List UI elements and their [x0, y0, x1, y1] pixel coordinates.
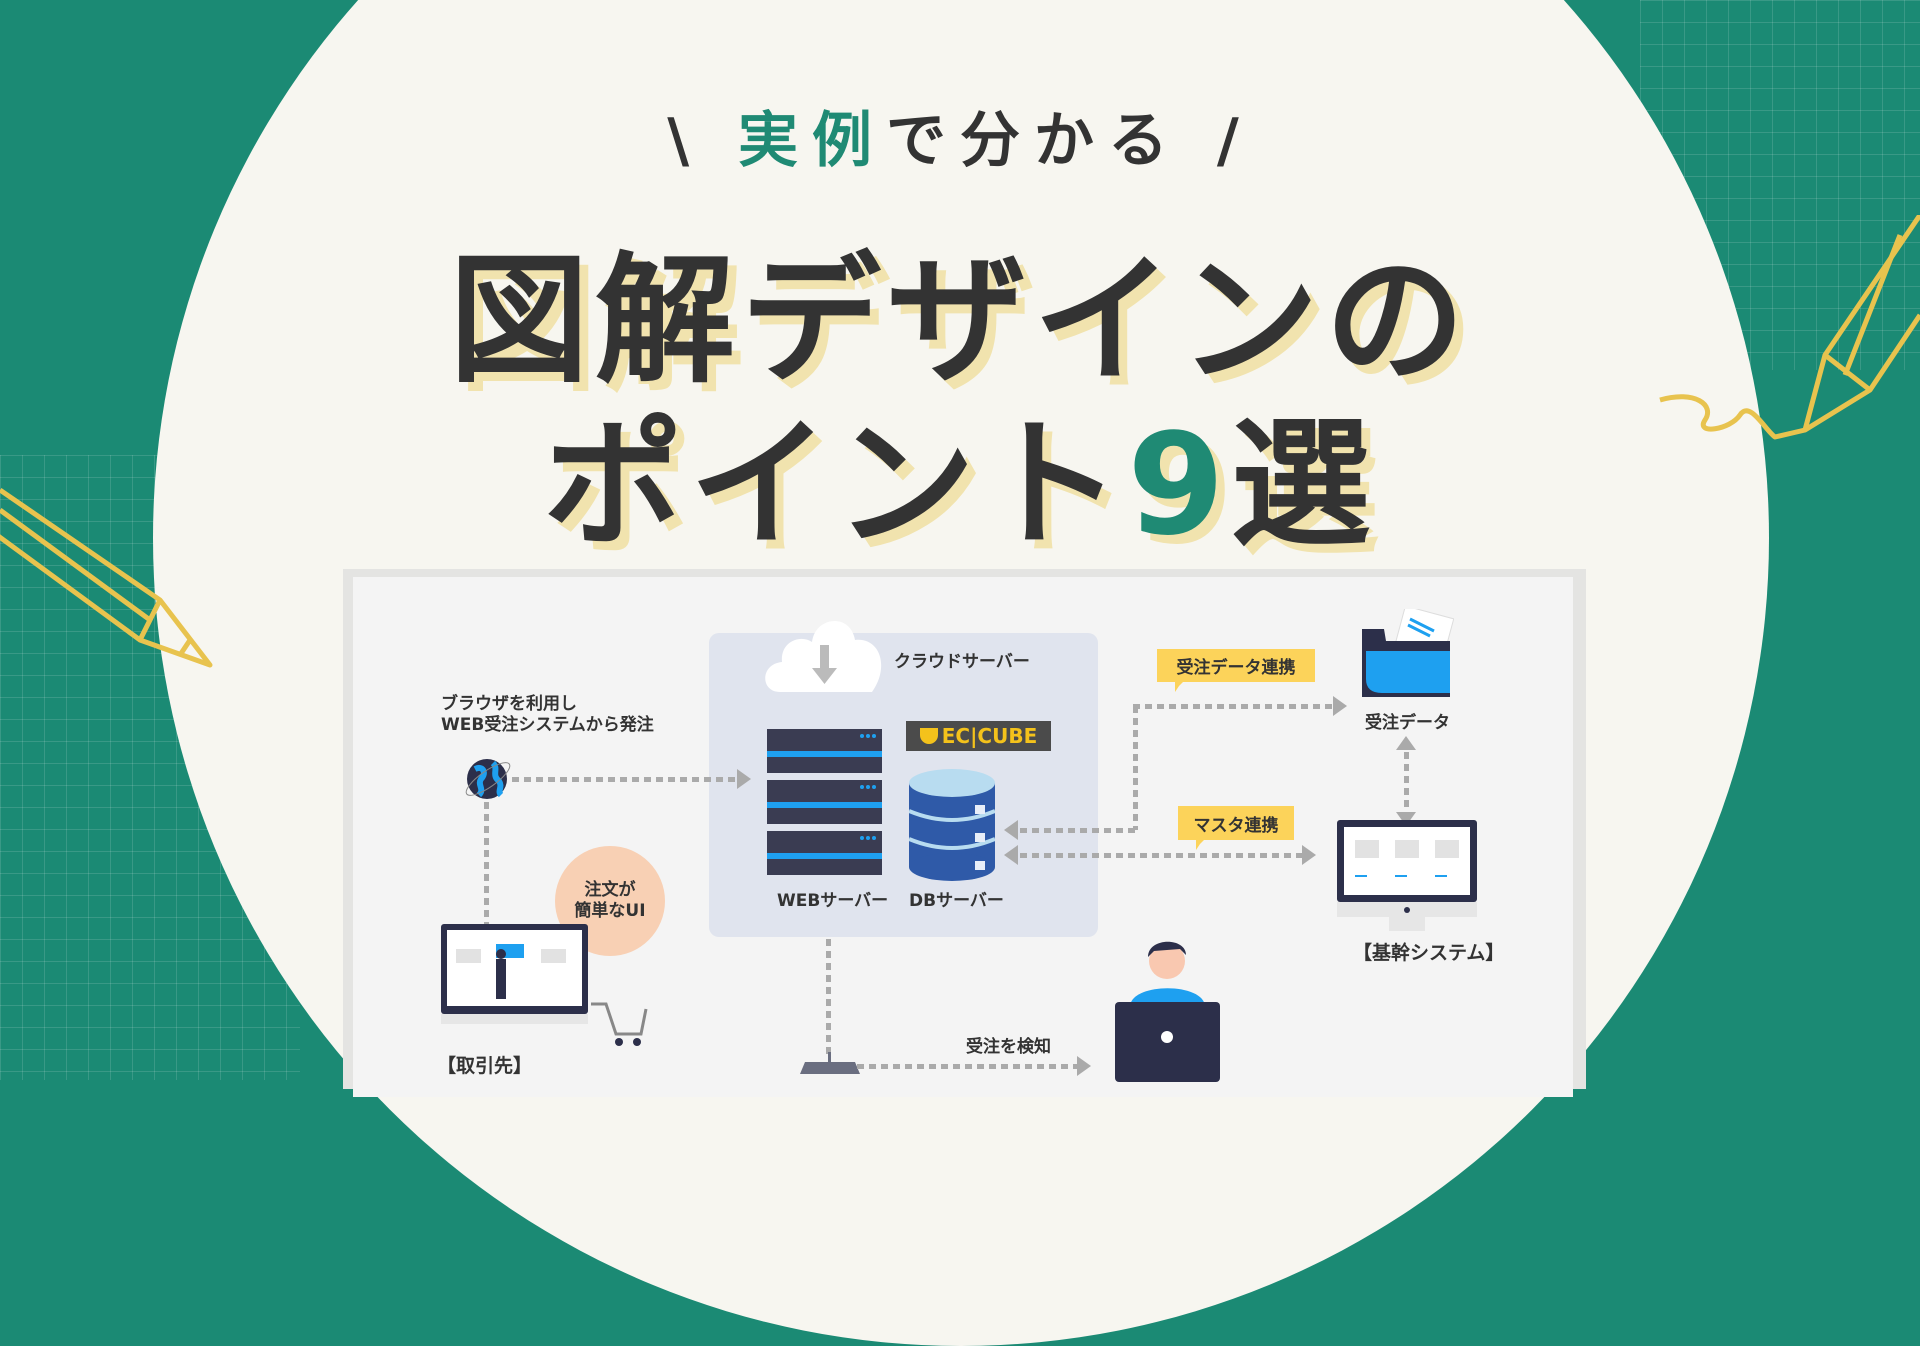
subtitle-highlight: 実例	[738, 106, 886, 176]
subtitle: \ 実例で分かる /	[0, 92, 1920, 179]
subtitle-backslash: \	[667, 106, 704, 176]
title-end: 選	[1230, 404, 1377, 567]
ec-cube-logo: EC|CUBE	[906, 721, 1051, 751]
detect-order-label: 受注を検知	[966, 1037, 1051, 1057]
subtitle-text: で分かる	[886, 106, 1182, 176]
pencil-icon-left	[0, 487, 213, 668]
cloud-server-label: クラウドサーバー	[894, 652, 1030, 672]
ec-cube-shield-icon	[919, 728, 938, 744]
client-monitor-icon	[441, 924, 648, 1046]
title-line-1: 図解デザインの	[448, 240, 1471, 403]
core-system-label: 【基幹システム】	[1353, 942, 1505, 964]
database-icon	[909, 769, 995, 881]
operator-laptop-icon	[1115, 941, 1220, 1082]
title-text: ポイント	[543, 404, 1128, 567]
browser-note-line-1: ブラウザを利用し	[441, 694, 577, 714]
web-server-icon	[767, 729, 882, 875]
pencil-icon-right	[1659, 215, 1920, 440]
title-number: 9	[1127, 404, 1231, 567]
router-icon	[800, 1052, 860, 1074]
title-line-2: ポイント9選	[0, 372, 1920, 574]
master-link-tag: マスタ連携	[1178, 806, 1294, 850]
core-system-monitor-icon	[1337, 820, 1477, 931]
order-data-label: 受注データ	[1365, 713, 1450, 733]
db-server-label: DBサーバー	[909, 891, 1004, 911]
cloud-download-icon	[765, 621, 882, 692]
client-label: 【取引先】	[437, 1055, 533, 1077]
folder-icon	[1362, 609, 1454, 697]
order-data-link-tag: 受注データ連携	[1157, 649, 1315, 692]
subtitle-slash: /	[1216, 106, 1253, 176]
browser-note-line-2: WEB受注システムから発注	[441, 715, 654, 736]
web-server-label: WEBサーバー	[777, 891, 889, 911]
globe-icon	[465, 759, 511, 799]
